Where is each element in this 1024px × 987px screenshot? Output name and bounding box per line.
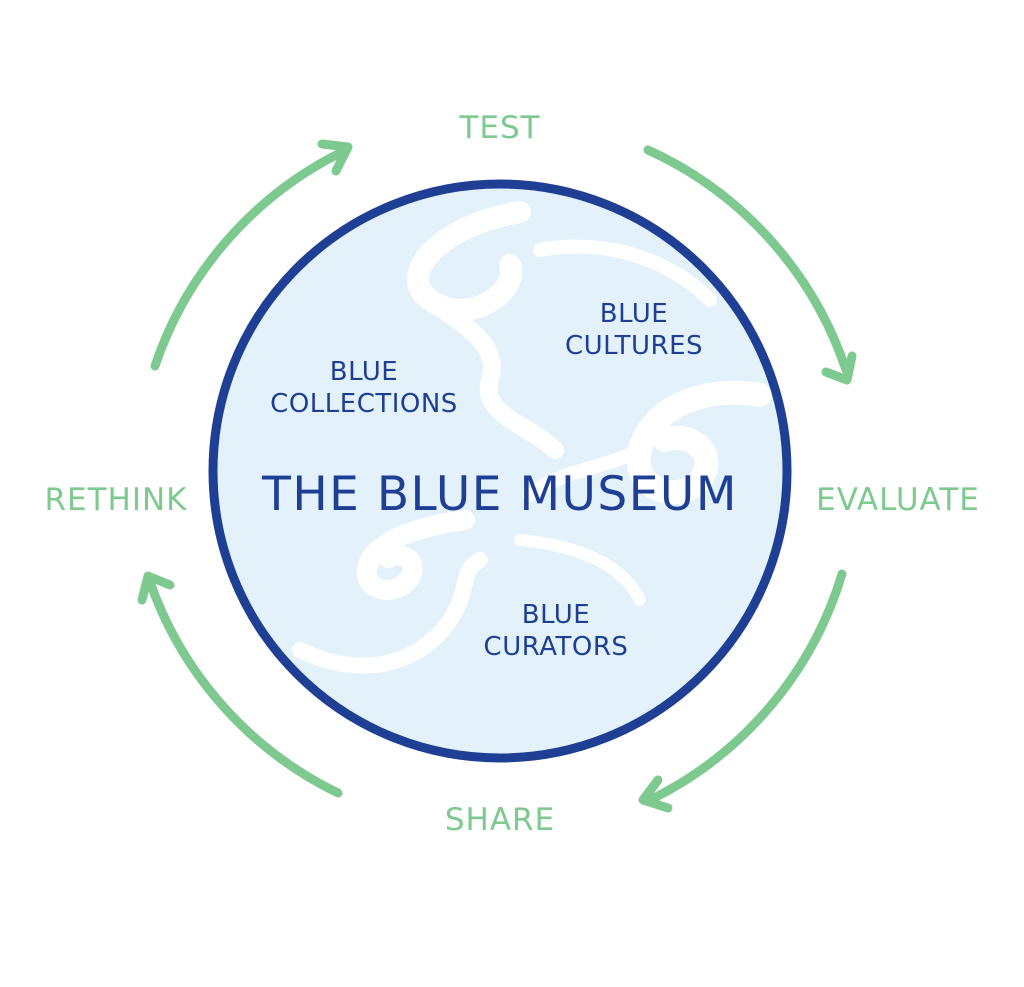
cycle-stage-labels: TEST EVALUATE SHARE RETHINK [44,110,980,838]
swirl-bottom [292,552,488,674]
label-blue-cultures-line2: CULTURES [565,331,703,361]
stage-label-evaluate: EVALUATE [816,482,980,518]
arrowhead-to-test [317,139,353,176]
stage-label-rethink: RETHINK [44,482,187,518]
swirl-right-tail [523,443,647,502]
swirl-bottom-right [514,534,646,606]
cycle-arrows [137,139,857,813]
museum-circle-outline [208,179,792,763]
swirl-top-right [533,239,717,307]
arrowhead-to-rethink [137,571,175,605]
arrow-rethink-to-test [150,148,345,371]
label-blue-curators-line1: BLUE [522,600,591,630]
label-blue-collections-line2: COLLECTIONS [270,389,458,419]
label-blue-curators-line2: CURATORS [484,632,629,662]
arrowhead-to-evaluate [821,351,857,385]
swirl-left [356,510,475,600]
arrow-test-to-evaluate [643,145,851,375]
label-blue-collections-line1: BLUE [330,357,399,387]
stage-label-share: SHARE [445,802,555,838]
museum-circle-fill [216,187,784,755]
swirl-decoration [292,201,772,674]
stage-label-test: TEST [458,110,540,146]
museum-circle [208,179,792,763]
label-blue-cultures-line1: BLUE [600,299,669,329]
arrow-evaluate-to-share [645,569,847,805]
swirl-right [626,380,772,505]
center-title: THE BLUE MUSEUM [261,467,738,522]
inner-labels: BLUE CULTURES BLUE COLLECTIONS BLUE CURA… [270,299,703,662]
arrow-share-to-rethink [145,577,343,798]
swirl-top-tail [421,291,564,459]
arrowhead-to-share [638,775,673,813]
